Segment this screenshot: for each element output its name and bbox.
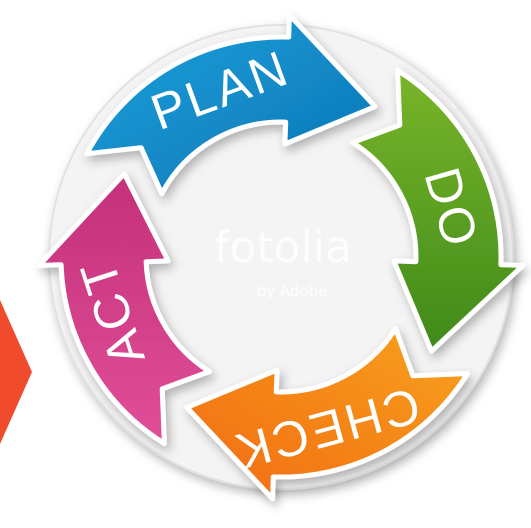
watermark-sub: by Adobe bbox=[257, 282, 328, 300]
segment-act-arrow bbox=[36, 171, 212, 447]
segment-do-arrow bbox=[350, 67, 526, 354]
side-arrow-fragment bbox=[0, 300, 32, 444]
watermark-main: fotolia bbox=[214, 222, 352, 273]
cycle-segments bbox=[36, 12, 526, 502]
segment-check-arrow bbox=[184, 326, 471, 502]
segment-plan-arrow bbox=[84, 12, 378, 197]
